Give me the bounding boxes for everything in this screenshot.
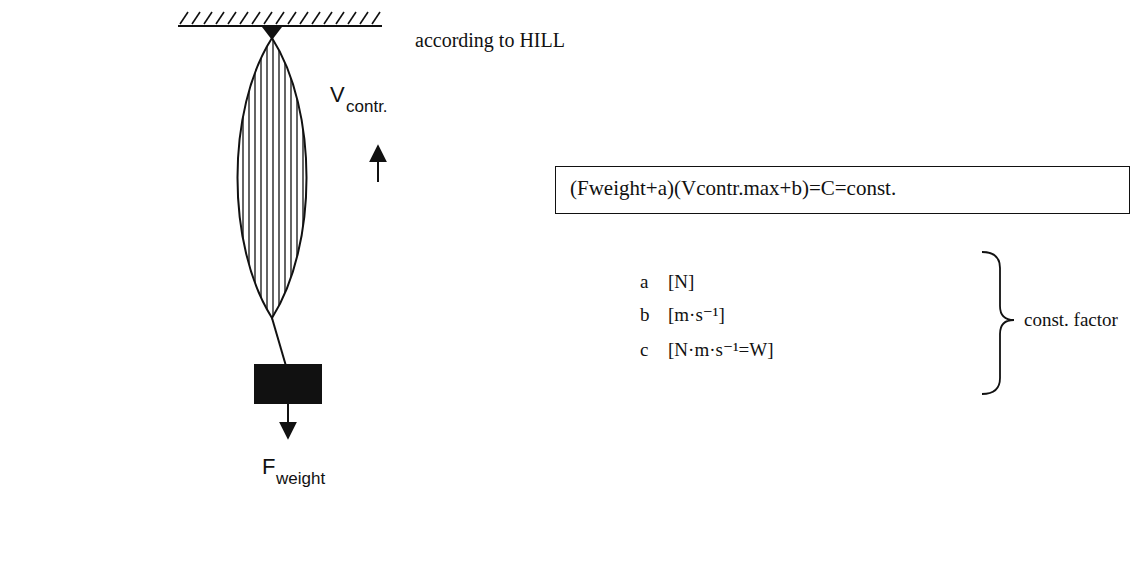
- subscript: contr.: [346, 98, 388, 115]
- annotation: const. factor: [1024, 310, 1118, 329]
- muscle-outline: [238, 38, 307, 318]
- note: according to HILL: [415, 30, 565, 50]
- formula-box: (Fweight+a)(Vcontr.max+b)=C=const.: [555, 166, 1130, 214]
- subscript: weight: [276, 470, 325, 487]
- weight-arrow: [287, 404, 289, 438]
- brace: [982, 252, 1014, 394]
- muscle-fibres: [243, 30, 303, 330]
- weight-block: [254, 364, 322, 404]
- ceiling-hatch: [178, 12, 382, 26]
- contraction-arrow: [377, 146, 379, 182]
- constant-name: a: [640, 272, 648, 291]
- unit: [m·s⁻¹]: [668, 305, 725, 324]
- unit: [N]: [668, 272, 694, 291]
- tendon: [272, 318, 286, 366]
- unit: [N·m·s⁻¹=W]: [668, 340, 774, 359]
- constant-name: c: [640, 340, 648, 359]
- formula: (Fweight+a)(Vcontr.max+b)=C=const.: [570, 176, 1115, 201]
- symbol: F: [262, 456, 275, 478]
- symbol: V: [330, 84, 345, 106]
- constant-name: b: [640, 305, 650, 324]
